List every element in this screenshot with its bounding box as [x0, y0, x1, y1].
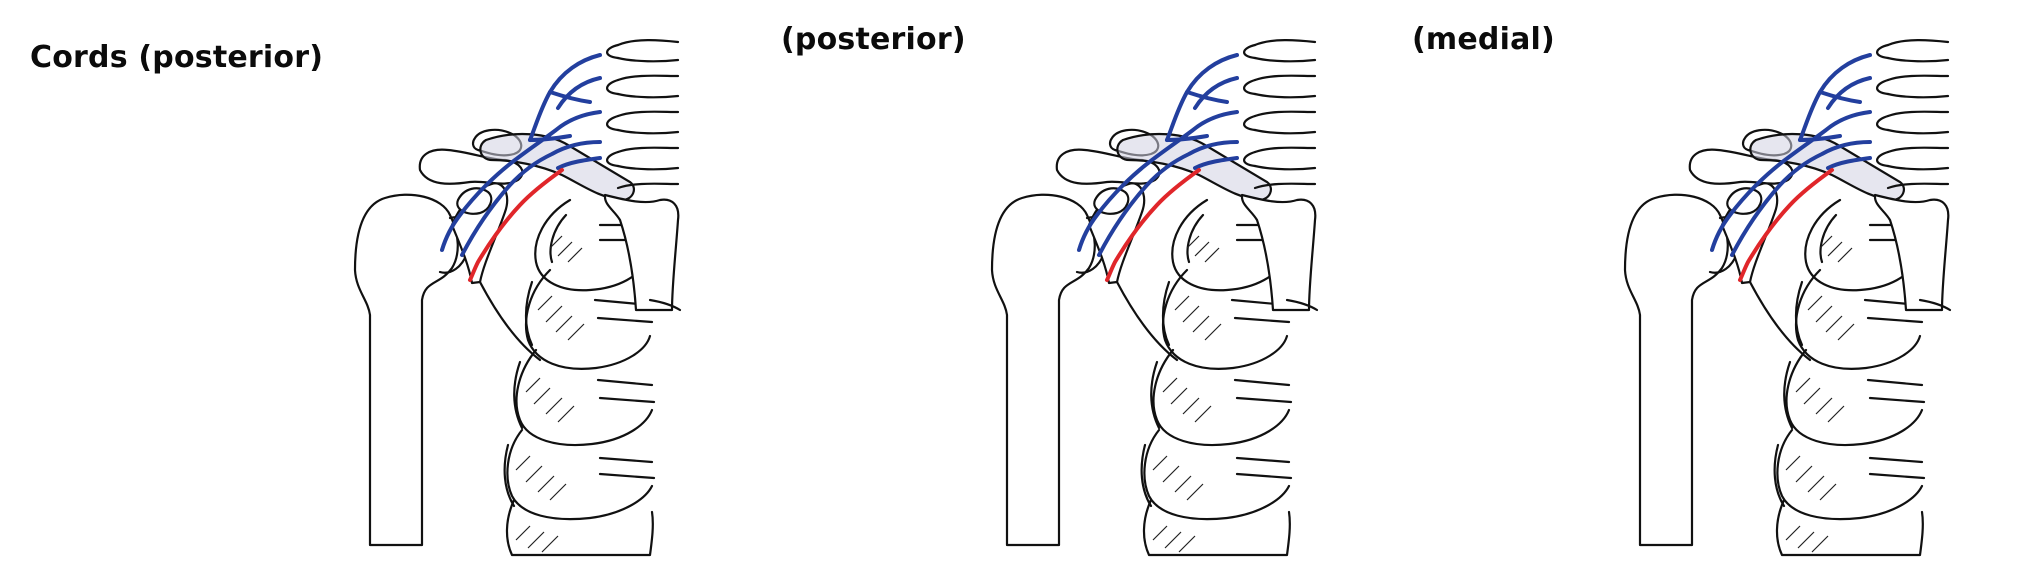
shoulder-diagram-panel-3: [1570, 0, 2042, 564]
highlighted-cord-red: [468, 168, 564, 282]
highlighted-cord-red: [1105, 168, 1201, 282]
cervical-vertebrae: [1876, 39, 1952, 312]
humerus: [1623, 193, 1729, 547]
brachial-plexus-blue: [1077, 53, 1239, 257]
cervical-vertebrae: [1243, 39, 1319, 312]
cervical-vertebrae: [606, 39, 682, 312]
shoulder-diagram-panel-2: [937, 0, 1737, 564]
label-posterior: (posterior): [781, 22, 966, 57]
brachial-plexus-blue: [1710, 53, 1872, 257]
title-cords-posterior: Cords (posterior): [30, 40, 324, 75]
humerus: [990, 193, 1096, 547]
highlighted-cord-red: [1738, 168, 1834, 282]
ribcage: [1140, 198, 1293, 557]
ribcage: [503, 198, 656, 557]
brachial-plexus-blue: [440, 53, 602, 257]
shoulder-diagram-panel-1: [300, 0, 1100, 564]
humerus: [353, 193, 459, 547]
label-medial: (medial): [1412, 22, 1555, 57]
sternum: [1873, 193, 1950, 312]
ribcage: [1773, 198, 1926, 557]
sternum: [603, 193, 680, 312]
sternum: [1240, 193, 1317, 312]
